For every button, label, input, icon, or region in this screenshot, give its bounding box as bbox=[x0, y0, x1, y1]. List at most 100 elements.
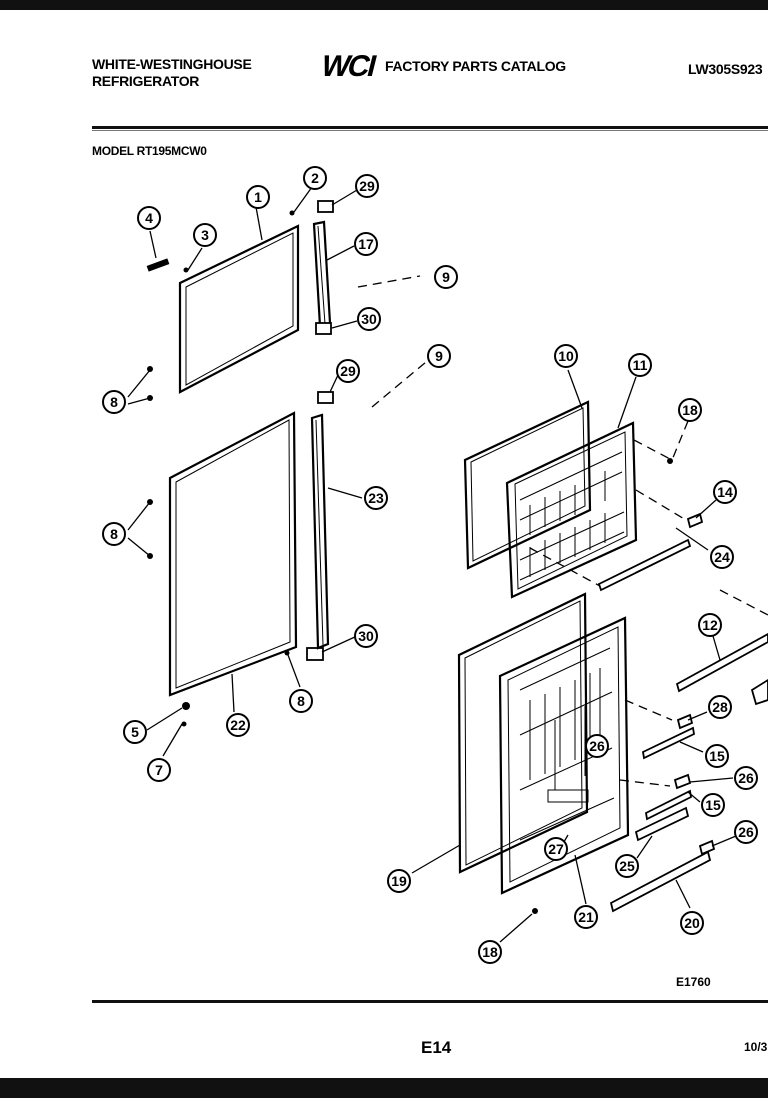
svg-text:22: 22 bbox=[230, 717, 246, 733]
callout-20: 20 bbox=[680, 911, 704, 935]
callout-3: 3 bbox=[193, 223, 217, 247]
svg-text:WCI: WCI bbox=[318, 50, 379, 80]
svg-text:18: 18 bbox=[682, 402, 698, 418]
clip-26a bbox=[673, 773, 692, 790]
callout-17: 17 bbox=[354, 232, 378, 256]
callout-21: 21 bbox=[574, 905, 598, 929]
callout-7: 7 bbox=[147, 758, 171, 782]
callout-29-lower: 29 bbox=[336, 359, 360, 383]
svg-text:14: 14 bbox=[717, 484, 733, 500]
callout-23: 23 bbox=[364, 486, 388, 510]
freezer-door-liner bbox=[505, 421, 638, 599]
figure-id: E1760 bbox=[676, 975, 711, 989]
model-label: MODEL RT195MCW0 bbox=[92, 144, 207, 158]
freezer-liner-gasket bbox=[463, 400, 592, 570]
svg-text:27: 27 bbox=[548, 841, 564, 857]
fresh-food-liner-gasket bbox=[457, 592, 589, 874]
fresh-food-door-gasket bbox=[168, 411, 298, 697]
svg-text:17: 17 bbox=[358, 236, 374, 252]
callout-15-upper: 15 bbox=[705, 744, 729, 768]
brand-name: WHITE-WESTINGHOUSE bbox=[92, 56, 252, 72]
header-rule bbox=[92, 126, 768, 129]
callout-18-lower: 18 bbox=[478, 940, 502, 964]
callout-25: 25 bbox=[615, 854, 639, 878]
svg-text:9: 9 bbox=[442, 269, 450, 285]
svg-text:25: 25 bbox=[619, 858, 635, 874]
product-type: REFRIGERATOR bbox=[92, 73, 200, 89]
fresh-food-door-liner bbox=[498, 616, 630, 895]
exploded-parts-diagram: 1 2 3 4 29 17 9 30 8 29 9 23 8 30 8 22 5… bbox=[102, 166, 768, 964]
callout-4: 4 bbox=[137, 206, 161, 230]
svg-text:8: 8 bbox=[297, 693, 305, 709]
clip-28 bbox=[676, 713, 694, 730]
callout-26-middle: 26 bbox=[585, 734, 609, 758]
page-number: E14 bbox=[421, 1038, 452, 1057]
svg-text:26: 26 bbox=[738, 770, 754, 786]
callout-30-upper: 30 bbox=[357, 307, 381, 331]
callout-8-lower: 8 bbox=[289, 689, 313, 713]
svg-text:9: 9 bbox=[435, 348, 443, 364]
bracket-25 bbox=[634, 806, 690, 842]
trim-15b bbox=[645, 789, 692, 821]
callout-2: 2 bbox=[303, 166, 327, 190]
callout-11: 11 bbox=[628, 353, 652, 377]
callout-12: 12 bbox=[698, 613, 722, 637]
date-fragment: 10/3 bbox=[744, 1040, 768, 1054]
svg-text:5: 5 bbox=[131, 724, 139, 740]
bottom-border bbox=[0, 1078, 768, 1098]
callout-27: 27 bbox=[544, 837, 568, 861]
leader-lines bbox=[127, 186, 768, 943]
svg-text:24: 24 bbox=[714, 549, 730, 565]
header-rule-thin bbox=[92, 130, 768, 131]
svg-text:8: 8 bbox=[110, 526, 118, 542]
callout-26-upper: 26 bbox=[734, 766, 758, 790]
callout-19: 19 bbox=[387, 869, 411, 893]
callout-29-upper: 29 bbox=[355, 174, 379, 198]
callout-30-lower: 30 bbox=[354, 624, 378, 648]
svg-text:1: 1 bbox=[254, 189, 262, 205]
trim-15a bbox=[642, 726, 695, 760]
callout-26-lower: 26 bbox=[734, 820, 758, 844]
callout-9-lower: 9 bbox=[427, 344, 451, 368]
svg-text:15: 15 bbox=[709, 748, 725, 764]
callout-24: 24 bbox=[710, 545, 734, 569]
svg-text:28: 28 bbox=[712, 699, 728, 715]
trim-12 bbox=[675, 632, 768, 693]
wci-logo: WCI bbox=[318, 50, 379, 80]
callout-15-lower: 15 bbox=[701, 793, 725, 817]
clip-26b bbox=[698, 839, 716, 856]
svg-text:21: 21 bbox=[578, 909, 594, 925]
svg-text:2: 2 bbox=[311, 170, 319, 186]
callout-14: 14 bbox=[713, 480, 737, 504]
freezer-door-gasket bbox=[178, 224, 300, 394]
fresh-food-door-strip bbox=[310, 413, 330, 650]
svg-text:30: 30 bbox=[361, 311, 377, 327]
callout-5: 5 bbox=[123, 720, 147, 744]
svg-text:26: 26 bbox=[738, 824, 754, 840]
document-number: LW305S923 bbox=[688, 61, 763, 77]
callout-8-upper: 8 bbox=[102, 390, 126, 414]
hinge-cap-fresh-lower bbox=[306, 647, 324, 661]
svg-text:15: 15 bbox=[705, 797, 721, 813]
clip-14 bbox=[686, 512, 704, 529]
callout-8-middle: 8 bbox=[102, 522, 126, 546]
callout-9-upper: 9 bbox=[434, 265, 458, 289]
callout-1: 1 bbox=[246, 185, 270, 209]
trim-20 bbox=[609, 850, 712, 913]
callout-18-upper: 18 bbox=[678, 398, 702, 422]
handle-trim bbox=[146, 258, 170, 272]
svg-text:7: 7 bbox=[155, 762, 163, 778]
svg-text:11: 11 bbox=[633, 357, 648, 373]
svg-text:12: 12 bbox=[702, 617, 718, 633]
svg-text:10: 10 bbox=[558, 348, 574, 364]
svg-text:3: 3 bbox=[201, 227, 209, 243]
callout-22: 22 bbox=[226, 713, 250, 737]
callout-10: 10 bbox=[554, 344, 578, 368]
top-border bbox=[0, 0, 768, 10]
svg-text:29: 29 bbox=[340, 363, 356, 379]
catalog-title: FACTORY PARTS CATALOG bbox=[385, 58, 566, 74]
svg-text:19: 19 bbox=[391, 873, 407, 889]
freezer-door-strip bbox=[312, 220, 332, 328]
svg-text:20: 20 bbox=[684, 915, 700, 931]
svg-text:30: 30 bbox=[358, 628, 374, 644]
